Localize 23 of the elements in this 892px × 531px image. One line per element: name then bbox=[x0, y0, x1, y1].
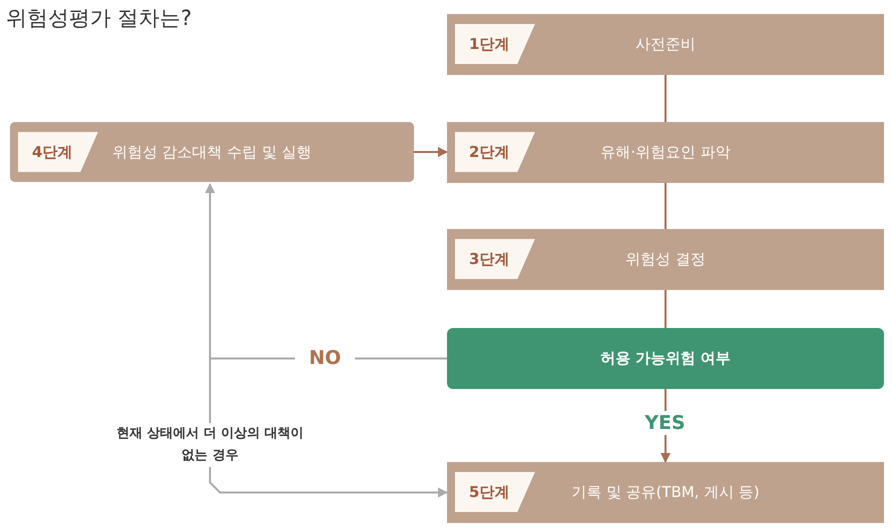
step-text: 위험성 감소대책 수립 및 실행 bbox=[112, 142, 312, 162]
connector-line bbox=[664, 183, 666, 229]
step-tag: 5단계 bbox=[455, 472, 535, 512]
step-box bbox=[10, 122, 414, 182]
arrow bbox=[209, 185, 448, 498]
connector-line bbox=[664, 290, 666, 328]
decision-box bbox=[447, 328, 884, 389]
step-text: 허용 가능위험 여부 bbox=[600, 349, 731, 368]
step-box bbox=[447, 462, 884, 523]
step-text: 사전준비 bbox=[636, 35, 696, 54]
step-box bbox=[447, 229, 884, 290]
step-tag: 1단계 bbox=[455, 24, 535, 64]
step-text: 기록 및 공유(TBM, 게시 등) bbox=[572, 483, 760, 502]
step-box bbox=[447, 14, 884, 75]
step-tag: 2단계 bbox=[455, 132, 535, 172]
step-tag: 4단계 bbox=[18, 132, 98, 172]
arrow bbox=[414, 147, 448, 157]
step-tag: 3단계 bbox=[455, 239, 535, 279]
step-text: 유해·위험요인 파악 bbox=[600, 143, 730, 162]
step-text: 위험성 결정 bbox=[626, 250, 706, 269]
connector-line bbox=[664, 75, 666, 122]
step-box bbox=[447, 122, 884, 183]
diagram-title: 위험성평가 절차는? bbox=[6, 5, 192, 32]
